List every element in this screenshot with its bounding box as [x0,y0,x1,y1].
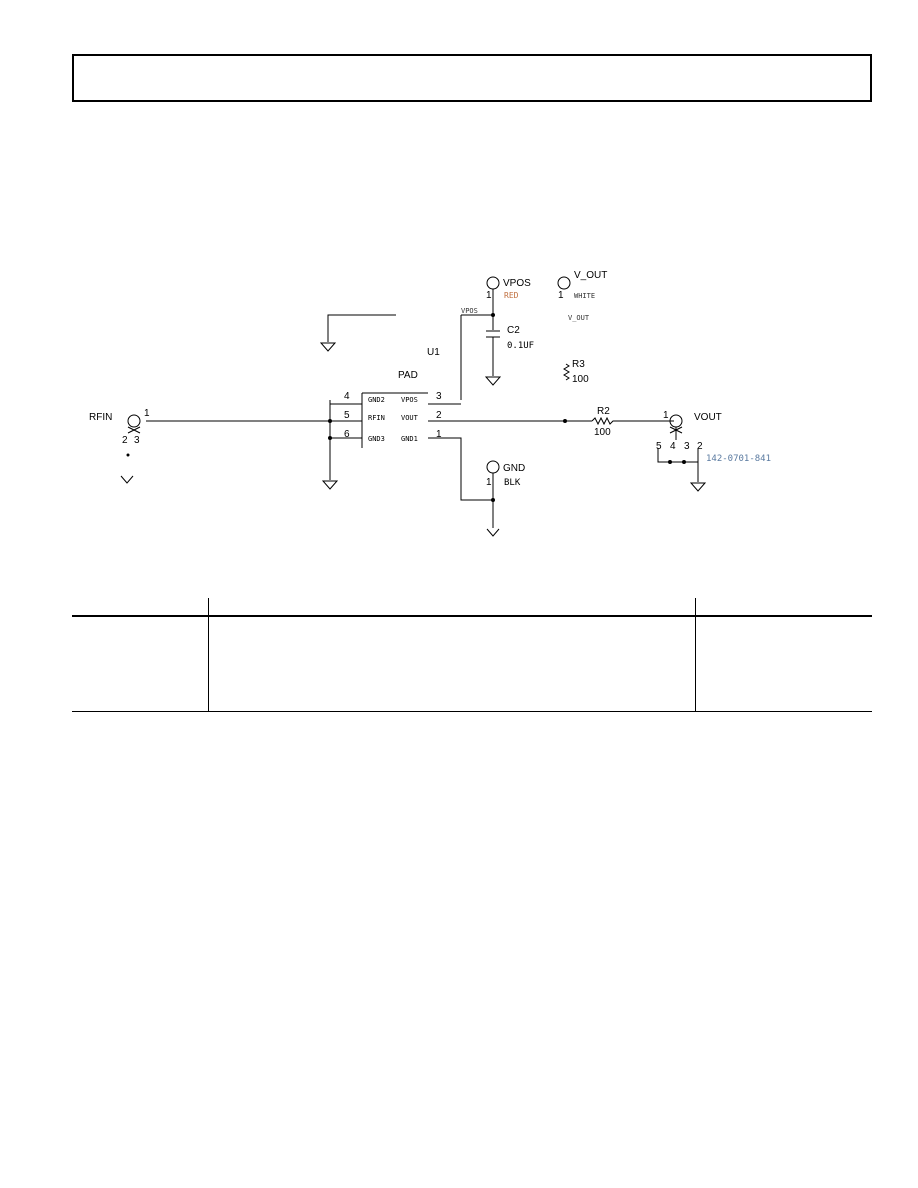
vpos-net-label: VPOS [461,307,478,315]
u1-pin5: 5 [344,410,350,421]
rfin-pin2: 2 [122,435,128,446]
vpos-pin-label: 1 [486,290,492,301]
u1-pin1: 1 [436,429,442,440]
vout-part-number: 142-0701-841 [706,454,771,464]
ground-symbol [689,482,707,492]
table-header-rule [72,615,872,617]
table-bottom-rule [72,711,872,712]
vout-testpoint-icon [557,276,571,290]
c2-value-label: 0.1UF [507,341,534,351]
vout-pin1: 1 [663,410,669,421]
gnd-color-label: BLK [504,478,521,488]
r3-value-label: 100 [572,374,589,385]
vout-pin2: 2 [697,441,703,452]
rfin-pin3: 3 [134,435,140,446]
c2-capacitor-icon [486,330,500,338]
r2-value-label: 100 [594,427,611,438]
u1-pin4: 4 [344,391,350,402]
u1-gnd1-label: GND1 [401,435,418,443]
ground-symbol-open [120,475,134,484]
r3-resistor-icon [563,363,570,381]
rfin-label: RFIN [89,412,112,423]
ground-symbol [319,342,337,352]
gnd-connector-label: GND [503,463,525,474]
c2-ref-label: C2 [507,325,520,336]
ground-symbol [321,480,339,490]
gnd-connector-icon [486,460,500,474]
vpos-connector-icon [486,276,500,290]
vpos-connector-label: VPOS [503,278,531,289]
u1-pin3: 3 [436,391,442,402]
u1-vout-label: VOUT [401,414,419,422]
ground-wire-top [327,314,396,342]
r2-resistor-icon [591,416,674,426]
vout-testpoint-color: WHITE [574,292,595,300]
vpos-color-label: RED [504,291,519,300]
vout-pin5: 5 [656,441,662,452]
ground-symbol [484,376,502,386]
vout-net-label: V_OUT [568,314,590,322]
vout-pin4: 4 [670,441,676,452]
u1-gnd2-label: GND2 [368,396,385,404]
table-column-divider [208,598,209,712]
u1-pin6: 6 [344,429,350,440]
r2-ref-label: R2 [597,406,610,417]
vout-testpoint-label: V_OUT [574,270,607,281]
rfin-connector-icon [127,414,141,428]
u1-ref-label: U1 [427,347,440,358]
vout-pin3: 3 [684,441,690,452]
vout-testpoint-pin: 1 [558,290,564,301]
rfin-pin1: 1 [144,408,150,419]
r3-ref-label: R3 [572,359,585,370]
vout-connector-label: VOUT [694,412,722,423]
header-box [72,54,872,102]
u1-pin2: 2 [436,410,442,421]
gnd-pin-label: 1 [486,477,492,488]
ground-symbol-open [486,528,500,537]
table-column-divider [695,598,696,712]
u1-gnd3-label: GND3 [368,435,385,443]
u1-vpos-label: VPOS [401,396,418,404]
u1-rfin-label: RFIN [368,414,385,422]
empty-table [72,598,872,712]
u1-pad-label: PAD [398,370,418,381]
